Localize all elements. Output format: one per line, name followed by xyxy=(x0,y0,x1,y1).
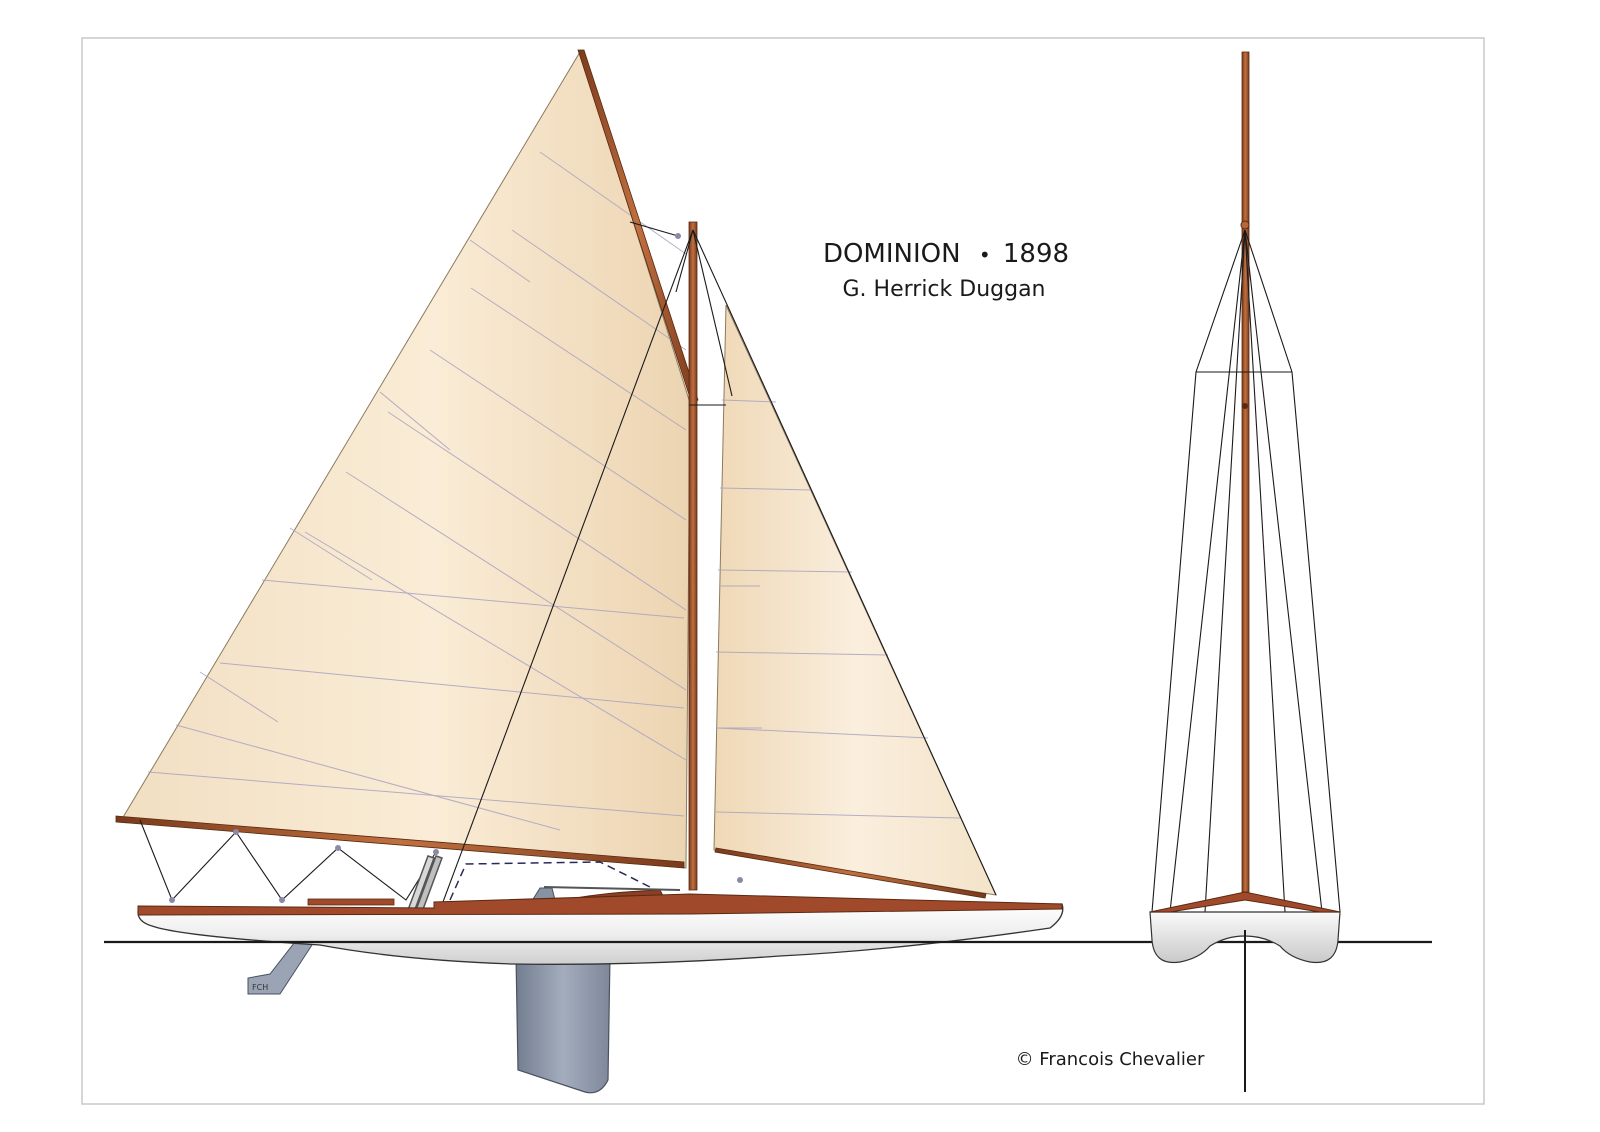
svg-text:FCH: FCH xyxy=(252,983,268,992)
designer-name: G. Herrick Duggan xyxy=(843,277,1046,302)
side-profile: FCH xyxy=(104,49,1432,1094)
mast xyxy=(688,221,698,891)
front-mast xyxy=(1241,51,1250,893)
boat-title: DOMINION • 1898 xyxy=(823,239,1069,269)
mainsail xyxy=(121,50,691,869)
front-deck xyxy=(1149,891,1341,913)
jib xyxy=(713,304,997,896)
drawing-frame xyxy=(81,37,1485,1105)
main-boom xyxy=(115,815,685,869)
deck xyxy=(137,893,1063,916)
hull xyxy=(137,903,1064,965)
front-view xyxy=(1149,51,1341,1092)
copyright-label: © Francois Chevalier xyxy=(1016,1049,1205,1070)
cockpit-outline xyxy=(449,861,653,901)
gaff xyxy=(577,49,699,405)
jib-boom xyxy=(714,847,987,899)
keel xyxy=(515,954,611,1094)
